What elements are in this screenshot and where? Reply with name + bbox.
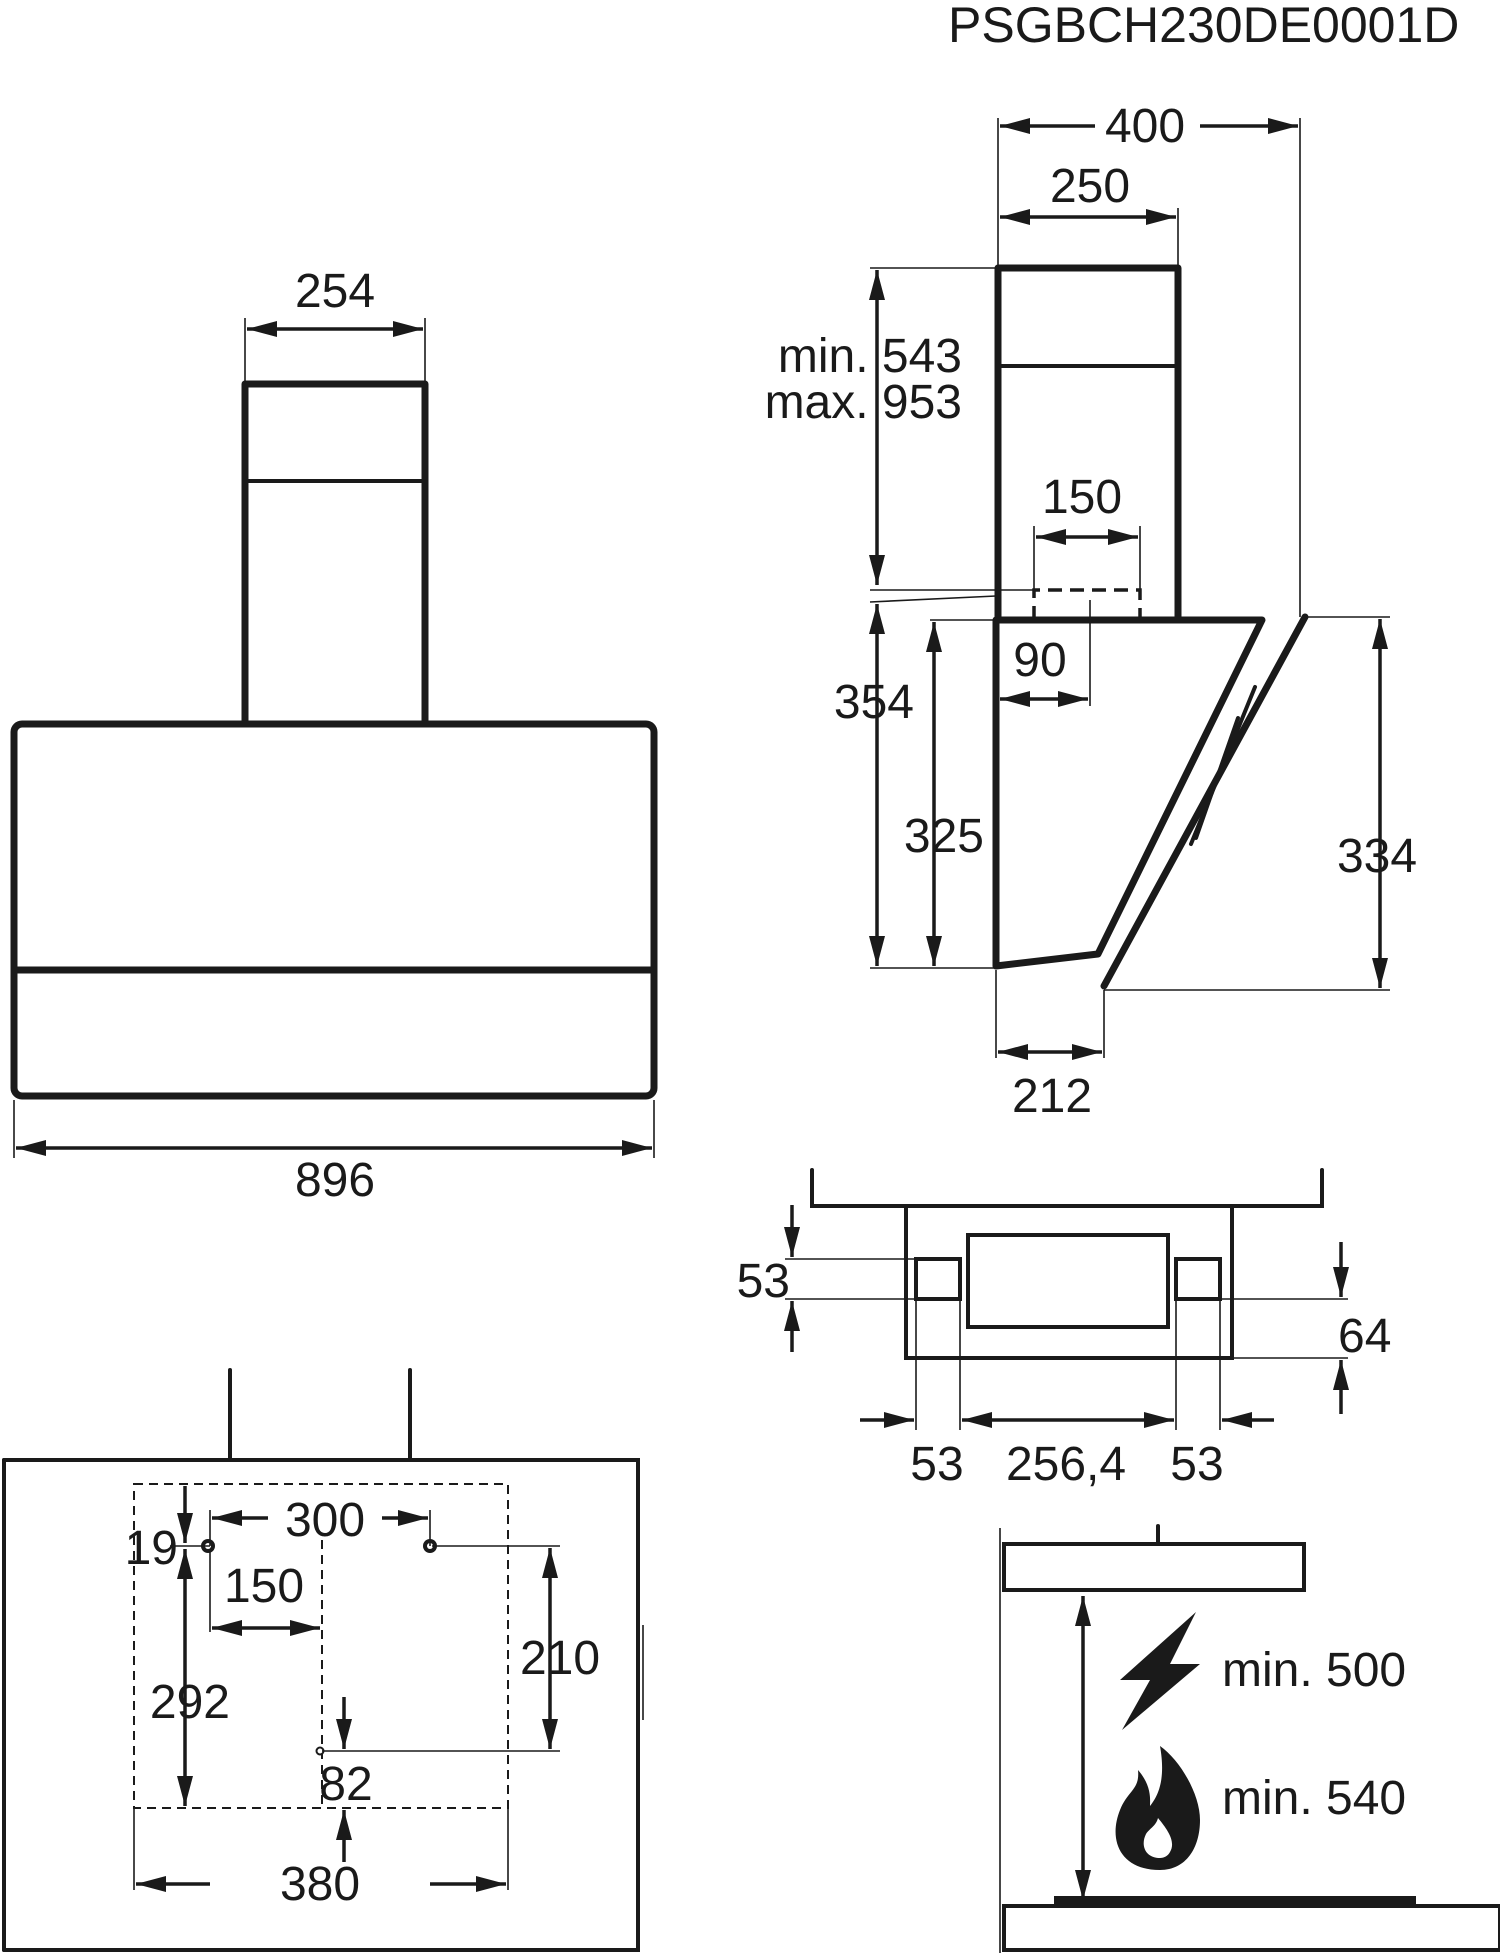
dim-height-right-label: 210 bbox=[520, 1632, 600, 1685]
dim-chimney-height-min-label: min. 543 bbox=[778, 330, 962, 383]
bracket-view: 53 64 53 256,4 53 bbox=[737, 1168, 1391, 1491]
dim-center-offset-label: 150 bbox=[224, 1560, 304, 1613]
dim-top-offset-label: 19 bbox=[125, 1522, 178, 1575]
front-view: 254 896 bbox=[10, 265, 658, 1207]
mount-hood-outline bbox=[2, 1458, 640, 1952]
clearance-cooktop-surface bbox=[1054, 1896, 1416, 1906]
reference-code: PSGBCH230DE0001D bbox=[948, 0, 1459, 53]
bracket-slot-left bbox=[914, 1257, 962, 1301]
clearance-view: min. 500 min. 540 bbox=[999, 1524, 1500, 1953]
dim-chimney-width-label: 254 bbox=[295, 265, 375, 318]
clearance-gas-label: min. 540 bbox=[1222, 1772, 1406, 1825]
mount-dashed-area bbox=[133, 1483, 509, 1809]
clearance-hood bbox=[1002, 1542, 1306, 1592]
dim-back-height-label: 325 bbox=[904, 810, 984, 863]
dim-outlet-width-label: 150 bbox=[1042, 471, 1122, 524]
lightning-icon bbox=[1120, 1612, 1200, 1730]
bracket-plate bbox=[904, 1204, 1234, 1360]
dim-slot-height-label: 64 bbox=[1338, 1310, 1391, 1363]
dim-chimney-depth-label: 250 bbox=[1050, 160, 1130, 213]
bracket-slot-right bbox=[1174, 1257, 1222, 1301]
dim-glass-height-label: 334 bbox=[1337, 830, 1417, 883]
mounting-view: 19 300 150 292 210 82 380 bbox=[2, 1368, 644, 1952]
bracket-top-rail bbox=[810, 1168, 1324, 1208]
side-chimney-outline bbox=[994, 264, 1182, 624]
dim-total-width-label: 896 bbox=[295, 1154, 375, 1207]
dim-right-margin-label: 53 bbox=[1170, 1438, 1223, 1491]
side-hood-outline bbox=[992, 616, 1266, 970]
side-view: 400 250 min. 543 max. 953 150 90 354 325 bbox=[765, 100, 1417, 1123]
side-glass-highlight-2 bbox=[1194, 716, 1240, 840]
dim-hole-spacing-label: 300 bbox=[285, 1494, 365, 1547]
dim-height-left-label: 292 bbox=[150, 1676, 230, 1729]
front-chimney-outline bbox=[241, 380, 429, 728]
dim-slot-spacing-label: 256,4 bbox=[1006, 1438, 1126, 1491]
dim-outlet-offset-label: 90 bbox=[1013, 634, 1066, 687]
flame-inner-icon bbox=[1143, 1818, 1173, 1858]
dim-354-ext-top bbox=[869, 595, 997, 603]
dim-left-margin-label: 53 bbox=[910, 1438, 963, 1491]
dim-chimney-height-max-label: max. 953 bbox=[765, 376, 962, 429]
dim-bracket-width-label: 380 bbox=[280, 1858, 360, 1911]
dim-bracket-offset-label: 53 bbox=[737, 1255, 790, 1308]
clearance-electric-label: min. 500 bbox=[1222, 1644, 1406, 1697]
bracket-center-cutout bbox=[966, 1233, 1170, 1329]
side-outlet-dashed bbox=[1032, 588, 1142, 620]
dim-bottom-offset-label: 82 bbox=[319, 1758, 372, 1811]
front-hood-outline bbox=[10, 720, 658, 1100]
clearance-cooktop bbox=[1002, 1904, 1500, 1952]
dim-bottom-depth-label: 212 bbox=[1012, 1070, 1092, 1123]
dim-total-depth-label: 400 bbox=[1105, 100, 1185, 153]
flame-icon bbox=[1115, 1746, 1200, 1870]
dim-body-height-label: 354 bbox=[834, 676, 914, 729]
side-glass-panel bbox=[1100, 613, 1309, 990]
